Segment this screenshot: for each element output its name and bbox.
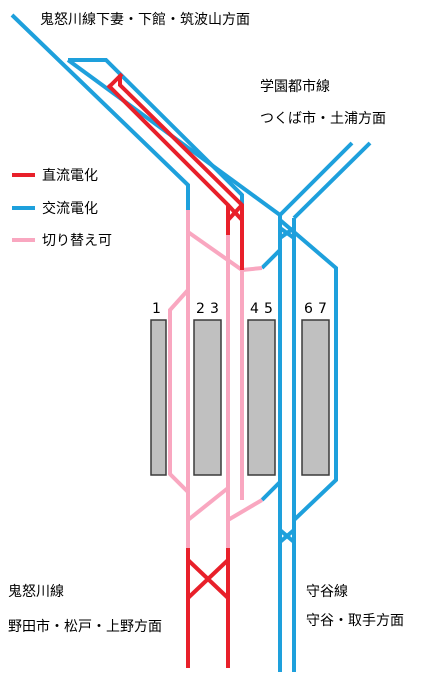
legend-label-ac: 交流電化 [42,200,98,217]
label-kinugawa-south: 鬼怒川線 [8,584,64,600]
dc-lines [106,72,244,668]
ac-to-track-4-lower [260,480,282,502]
ac-kinugawa-north-main [10,13,190,210]
ac-gakuen-b [292,141,372,220]
platform-tracks-6-7 [301,319,330,476]
dc-end-stop [106,72,124,90]
platform-tracks-4-5 [247,319,276,476]
label-gakuen-dir: つくば市・土浦方面 [260,110,386,127]
label-kinugawa-south-dir: 野田市・松戸・上野方面 [8,618,162,635]
sw-track1-loop [168,288,190,494]
dc-north-b [118,75,244,270]
label-moriya-dir: 守谷・取手方面 [306,613,404,629]
label-moriya-line: 守谷線 [306,584,348,600]
platforms [150,319,330,476]
dc-cross-south-b [186,558,230,600]
ac-gakuen-a [278,141,354,217]
legend-label-switchable: 切り替え可 [42,233,112,249]
track-number: 2 [196,301,205,317]
ac-to-track-4-upper [260,248,282,270]
dc-cross-north-b [226,203,244,222]
label-kinugawa-north: 鬼怒川線下妻・下館・筑波山方面 [40,11,250,28]
track-number: 1 [152,301,161,317]
label-gakuen-line: 学園都市線 [260,78,330,95]
track-numbers: 1 2 3 4 5 6 7 [152,301,327,317]
track-number: 5 [264,301,273,317]
ac-cross-lower-b [278,528,296,544]
track-number: 3 [210,301,219,317]
direction-labels: 鬼怒川線下妻・下館・筑波山方面 学園都市線 つくば市・土浦方面 鬼怒川線 野田市… [8,11,404,635]
ac-cross-upper-b [278,226,296,240]
track-number: 6 [304,301,313,317]
legend-label-dc: 直流電化 [42,167,98,184]
track-number: 4 [250,301,259,317]
platform-track-1 [150,319,167,476]
track-number: 7 [318,301,327,317]
ac-loop-67 [278,218,338,522]
sw-cross-lower [186,486,230,522]
sw-track4-to-main [226,498,264,522]
legend: 直流電化 交流電化 切り替え可 [12,167,112,249]
ac-lines [10,13,372,672]
sw-cross-upper [186,230,244,272]
sw-track4-upper [241,266,263,272]
switchable-lines [168,210,264,548]
dc-north-a [106,83,230,235]
platform-tracks-2-3 [193,319,222,476]
